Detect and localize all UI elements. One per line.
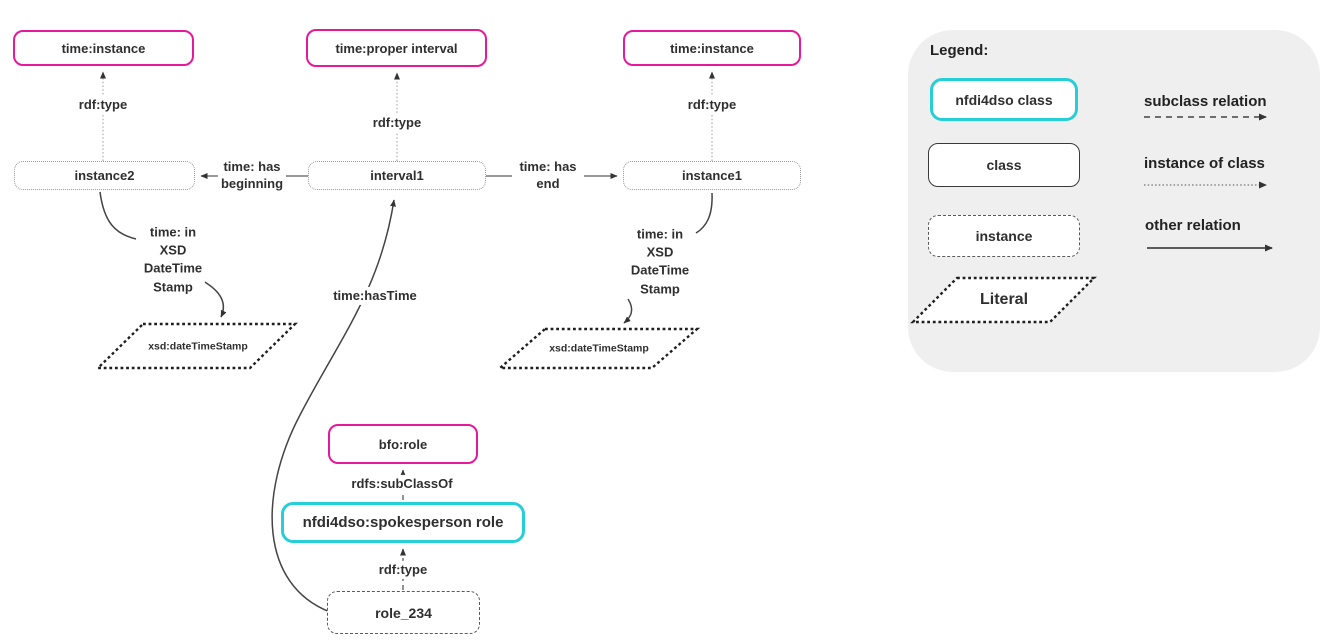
legend-literal-label: Literal xyxy=(979,290,1029,308)
legend-subclass-relation-label: subclass relation xyxy=(1144,93,1267,110)
node-role-234: role_234 xyxy=(327,591,480,634)
legend-class-box: class xyxy=(928,143,1080,187)
edge-label-rdf-type-bottom: rdf:type xyxy=(375,560,431,580)
edge-label-rdf-type-right: rdf:type xyxy=(684,95,740,115)
node-spokesperson-role: nfdi4dso:spokesperson role xyxy=(281,502,525,543)
instance2-to-label-curve xyxy=(99,191,137,240)
legend-nfdi4dso-class-box: nfdi4dso class xyxy=(930,78,1078,121)
node-time-instance-left: time:instance xyxy=(13,30,194,66)
edge-label-in-xsd-left: time: in XSD DateTime Stamp xyxy=(140,223,206,297)
legend-instance-of-label: instance of class xyxy=(1144,155,1265,172)
node-interval1: interval1 xyxy=(308,161,486,190)
edge-label-in-xsd-right: time: in XSD DateTime Stamp xyxy=(627,225,693,299)
label-to-literal-arrow-left xyxy=(202,280,227,318)
legend-panel: Legend: nfdi4dso class class instance Li… xyxy=(908,30,1320,372)
legend-title: Legend: xyxy=(930,42,989,59)
edge-label-rdf-type-middle: rdf:type xyxy=(369,113,425,133)
instance1-to-label-curve xyxy=(695,192,713,234)
edge-label-has-beginning: time: has beginning xyxy=(217,159,287,193)
legend-instance-box: instance xyxy=(928,215,1080,257)
literal-label-left: xsd:dateTimeStamp xyxy=(148,340,248,353)
legend-literal-parallelogram xyxy=(910,276,1097,324)
has-time-curve xyxy=(271,199,396,613)
node-bfo-role: bfo:role xyxy=(328,424,478,464)
edge-label-rdf-type-left: rdf:type xyxy=(75,95,131,115)
literal-parallelogram-right xyxy=(496,327,701,370)
edge-label-subclassof: rdfs:subClassOf xyxy=(348,474,456,494)
node-time-instance-right: time:instance xyxy=(623,30,801,66)
edge-label-has-time: time:hasTime xyxy=(330,286,420,306)
literal-parallelogram-left xyxy=(95,322,298,370)
legend-other-relation-label: other relation xyxy=(1145,217,1241,234)
legend-arrows-layer xyxy=(910,113,1273,324)
node-instance2: instance2 xyxy=(14,161,195,190)
node-time-proper-interval: time:proper interval xyxy=(306,29,487,67)
literal-label-right: xsd:dateTimeStamp xyxy=(549,342,649,355)
edge-label-has-end: time: has end xyxy=(516,159,580,193)
node-instance1: instance1 xyxy=(623,161,801,190)
label-to-literal-arrow-right xyxy=(623,298,633,324)
